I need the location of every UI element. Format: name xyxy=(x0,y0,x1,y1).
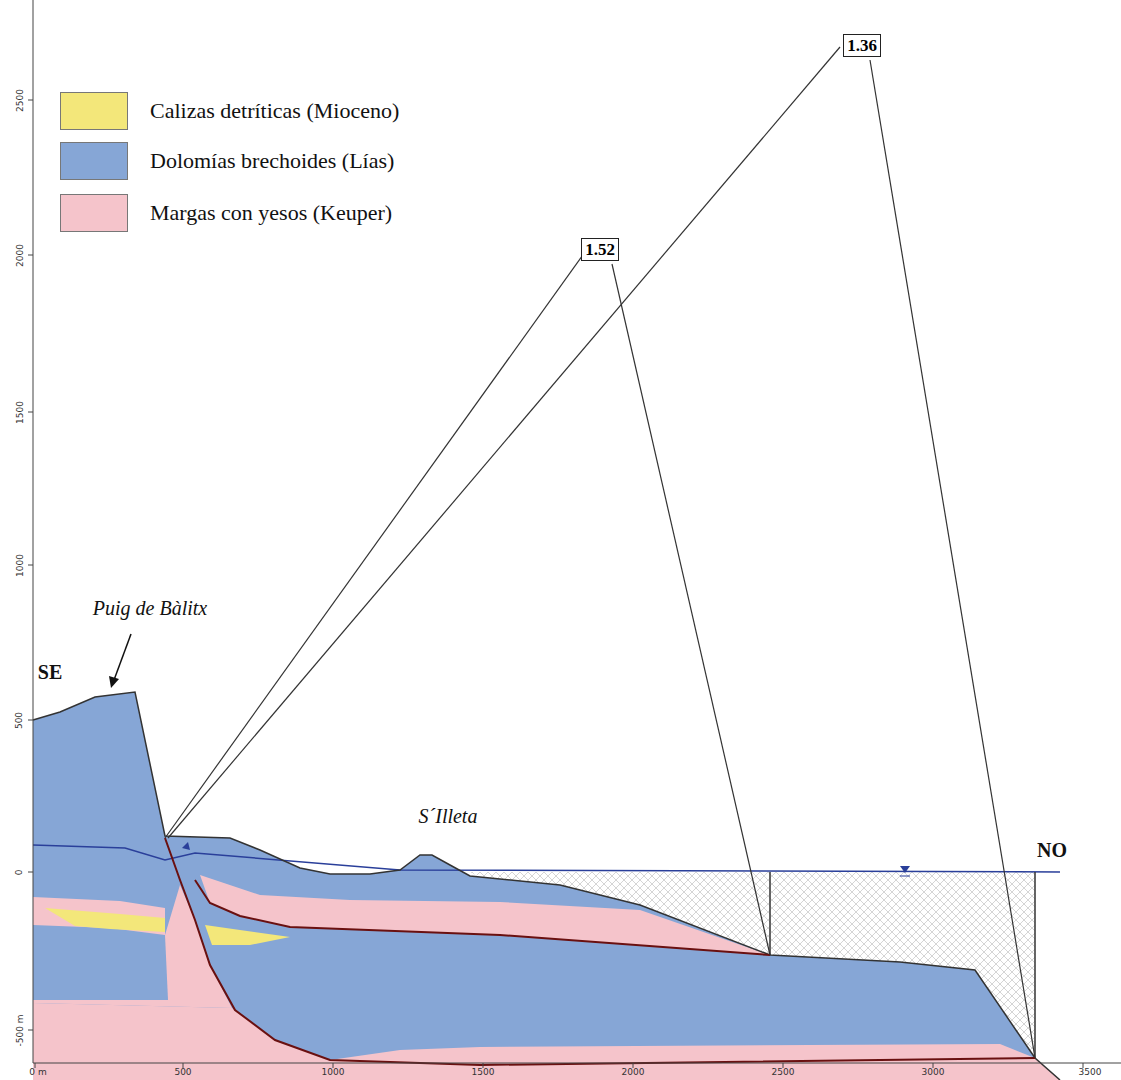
axis-tick-label: 500 xyxy=(174,1068,191,1077)
safety-factor: 1.36 xyxy=(847,36,877,55)
legend-text: Dolomías brechoides (Lías) xyxy=(150,150,394,172)
axis-tick-label: 1000 xyxy=(322,1068,345,1077)
legend-swatch xyxy=(60,142,128,180)
place-name: S´Illeta xyxy=(419,806,478,826)
axis-tick-label: 2000 xyxy=(16,244,25,267)
axis-tick-label: 3000 xyxy=(922,1068,945,1077)
axis-tick-label: 1000 xyxy=(16,554,25,577)
axis-tick-label: 0 xyxy=(15,869,24,875)
legend-text: Calizas detríticas (Mioceno) xyxy=(150,100,399,122)
safety-factor-box: 1.52 xyxy=(581,238,619,261)
axis-tick-label: 500 xyxy=(16,711,25,728)
axis-tick-label: 0 m xyxy=(29,1068,46,1077)
axis-tick-label: -500 m xyxy=(16,1014,25,1046)
axis-tick-label: 1500 xyxy=(472,1068,495,1077)
legend-swatch xyxy=(60,194,128,232)
place-name: Puig de Bàlitx xyxy=(93,598,207,618)
axis-tick-label: 2000 xyxy=(622,1068,645,1077)
direction-label: SE xyxy=(38,662,62,682)
safety-factor-box: 1.36 xyxy=(843,34,881,57)
legend-text: Margas con yesos (Keuper) xyxy=(150,202,392,224)
axis-tick-label: 3500 xyxy=(1079,1068,1102,1077)
direction-label: NO xyxy=(1037,840,1067,860)
safety-factor: 1.52 xyxy=(585,240,615,259)
legend-swatch xyxy=(60,92,128,130)
axis-tick-label: 2500 xyxy=(772,1068,795,1077)
axis-tick-label: 2500 xyxy=(16,89,25,112)
axis-tick-label: 1500 xyxy=(16,401,25,424)
